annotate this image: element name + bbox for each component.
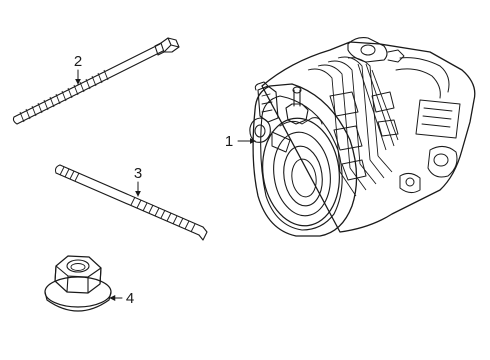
callout-4: 4 [109, 290, 134, 307]
callout-1: 1 [225, 133, 256, 150]
flange-nut-part [44, 255, 112, 312]
callout-2-label: 2 [74, 53, 82, 70]
callout-1-label: 1 [225, 133, 233, 150]
callout-2: 2 [74, 53, 82, 85]
stud-part [55, 164, 208, 241]
alternator-part [249, 37, 476, 237]
callout-4-label: 4 [126, 290, 134, 307]
long-bolt-part [12, 37, 180, 125]
callout-3-label: 3 [134, 165, 142, 182]
callout-3: 3 [134, 165, 142, 197]
